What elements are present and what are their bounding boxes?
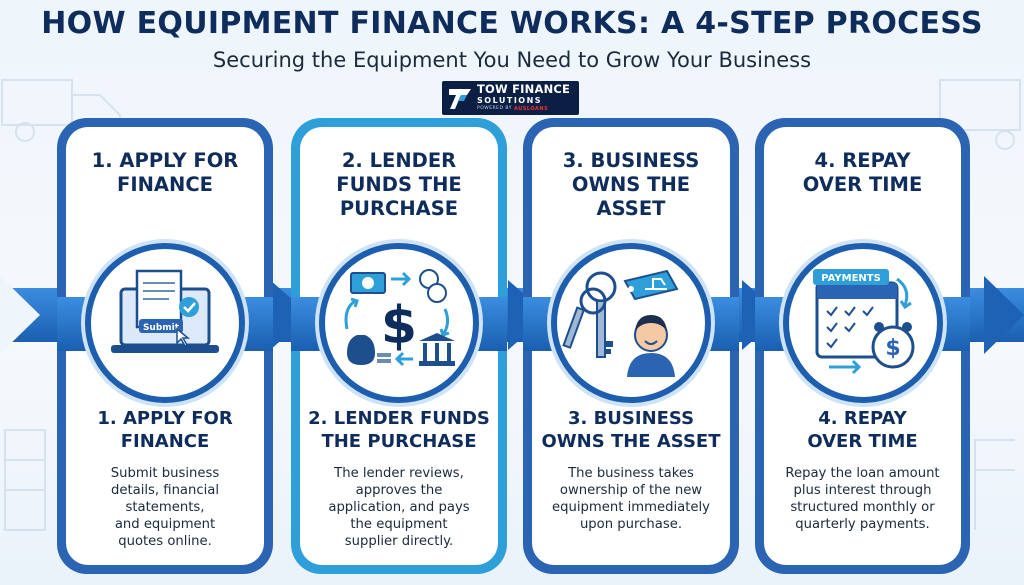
money-flow-icon: $: [344, 269, 455, 367]
arrow-1-icon: [270, 280, 310, 350]
step-4-heading: 4. REPAY OVER TIME: [802, 149, 923, 196]
step-card-4: 4. REPAY OVER TIME PAYMENTS $: [755, 118, 970, 574]
step-3-icon-circle: [551, 243, 711, 403]
step-2-icon-circle: $: [319, 243, 479, 403]
step-4-description: Repay the loan amount plus interest thro…: [785, 466, 940, 532]
step-3-subheading: 3. BUSINESS OWNS THE ASSET: [541, 408, 721, 452]
step-2-subheading: 2. LENDER FUNDS THE PURCHASE: [308, 408, 490, 452]
step-3-description: The business takes ownership of the new …: [552, 466, 710, 532]
step-3-heading: 3. BUSINESS OWNS THE ASSET: [562, 149, 700, 220]
logo-line-2: SOLUTIONS: [477, 95, 543, 105]
submit-button-label: Submit: [143, 323, 180, 333]
keys-owner-icon: [562, 269, 679, 377]
arrow-end-icon: [984, 276, 1024, 354]
step-1-icon-circle: Submit: [85, 243, 245, 403]
payment-calendar-icon: PAYMENTS $: [812, 269, 914, 375]
logo-line-1: TOW FINANCE: [477, 82, 571, 97]
step-card-1: 1. APPLY FOR FINANCE Submit 1. APPLY FOR…: [57, 118, 273, 574]
logo-mark-icon: [449, 89, 471, 109]
page-title: HOW EQUIPMENT FINANCE WORKS: A 4-STEP PR…: [41, 6, 983, 41]
step-card-3: 3. BUSINESS OWNS THE ASSET: [523, 118, 739, 574]
step-4-subheading: 4. REPAY OVER TIME: [807, 408, 918, 452]
clock-dollar-icon: $: [885, 336, 900, 361]
step-card-2: 2. LENDER FUNDS THE PURCHASE $: [291, 118, 507, 574]
background-building-icon: [4, 429, 46, 531]
dollar-sign-icon: $: [381, 296, 417, 356]
step-1-description: Submit business details, financial state…: [110, 466, 220, 549]
background-crane-icon: [974, 439, 1015, 530]
arrow-left-chevron: [0, 276, 40, 354]
step-2-heading: 2. LENDER FUNDS THE PURCHASE: [336, 149, 462, 220]
step-4-icon-circle: PAYMENTS $: [782, 243, 943, 403]
laptop-submit-icon: Submit: [111, 269, 219, 353]
payments-label: PAYMENTS: [821, 273, 881, 284]
step-2-description: The lender reviews, approves the applica…: [328, 466, 470, 549]
page-subtitle: Securing the Equipment You Need to Grow …: [212, 48, 812, 72]
logo-brand: AUSLOANS: [514, 105, 549, 112]
step-1-subheading: 1. APPLY FOR FINANCE: [97, 408, 233, 452]
logo-line-3: POWERED BY: [477, 106, 513, 111]
step-1-heading: 1. APPLY FOR FINANCE: [91, 149, 239, 196]
